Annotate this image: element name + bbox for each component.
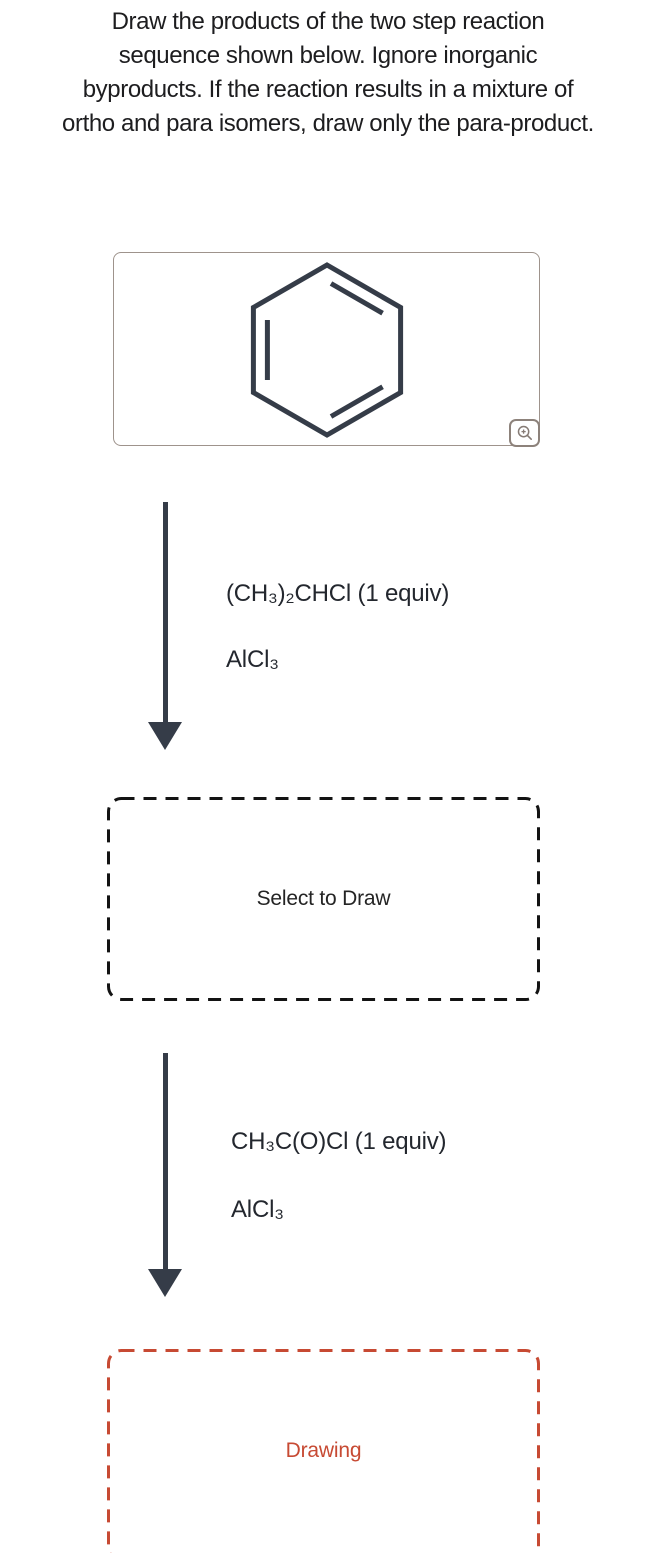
problem-statement-line: Draw the products of the two step reacti… xyxy=(0,5,656,39)
step2-reagent-label: CH₃C(O)Cl (1 equiv) xyxy=(231,1128,446,1156)
step2-catalyst-label: AlCl₃ xyxy=(231,1196,284,1224)
problem-statement-line: byproducts. If the reaction results in a… xyxy=(0,73,656,107)
arrow-shaft xyxy=(163,502,168,722)
problem-statement-line: sequence shown below. Ignore inorganic xyxy=(0,39,656,73)
arrow-shaft xyxy=(163,1053,168,1269)
step1-reagent-label: (CH₃)₂CHCl (1 equiv) xyxy=(226,580,449,608)
select-to-draw-label: Select to Draw xyxy=(257,887,391,911)
reaction-arrow-down-icon xyxy=(148,1053,183,1297)
benzene-structure xyxy=(114,253,541,447)
zoom-in-icon xyxy=(516,424,534,442)
drawing-label: Drawing xyxy=(286,1439,362,1463)
zoom-in-button[interactable] xyxy=(509,419,540,447)
arrow-head xyxy=(148,722,182,750)
arrow-head xyxy=(148,1269,182,1297)
problem-statement-line: ortho and para isomers, draw only the pa… xyxy=(0,107,656,141)
drawing-box[interactable]: Drawing xyxy=(107,1349,540,1553)
reactant-structure-panel xyxy=(113,252,540,446)
select-to-draw-box[interactable]: Select to Draw xyxy=(107,797,540,1001)
step1-catalyst-label: AlCl₃ xyxy=(226,646,279,674)
problem-statement: Draw the products of the two step reacti… xyxy=(0,5,656,141)
reaction-arrow-down-icon xyxy=(148,502,183,750)
